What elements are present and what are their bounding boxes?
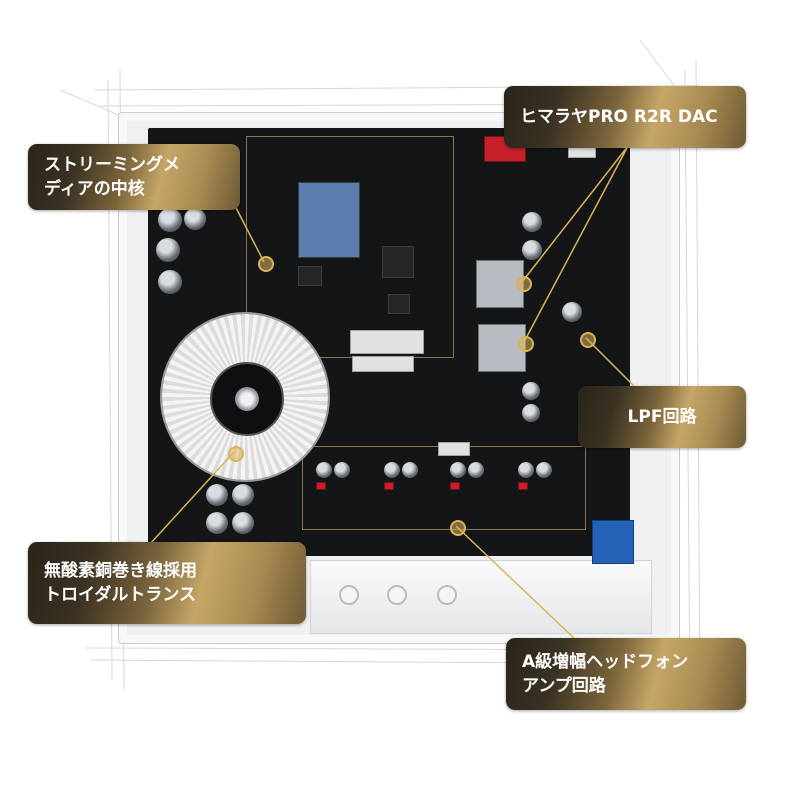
callout-lpf-text: LPF回路 xyxy=(627,407,697,427)
capacitor xyxy=(158,208,182,232)
amp-red-part xyxy=(450,482,460,490)
callout-amp-text: A級増幅ヘッドフォン アンプ回路 xyxy=(522,652,689,696)
transformer-core xyxy=(210,362,284,436)
capacitor xyxy=(518,462,534,478)
callout-lpf: LPF回路 xyxy=(578,386,746,448)
capacitor xyxy=(384,462,400,478)
capacitor xyxy=(184,208,206,230)
capacitor xyxy=(206,484,228,506)
callout-dot-icon xyxy=(518,336,534,352)
front-panel xyxy=(310,560,652,634)
r2r-module-lower xyxy=(478,324,526,372)
capacitor xyxy=(206,512,228,534)
blue-component xyxy=(592,520,634,564)
main-chip xyxy=(382,246,414,278)
callout-dot-icon xyxy=(516,276,532,292)
callout-dot-icon xyxy=(228,446,244,462)
capacitor xyxy=(316,462,332,478)
capacitor xyxy=(232,484,254,506)
capacitor xyxy=(536,462,552,478)
amp-red-part xyxy=(316,482,326,490)
ribbon-connector-lower xyxy=(352,356,414,372)
capacitor xyxy=(468,462,484,478)
capacitor xyxy=(156,238,180,262)
ribbon-connector xyxy=(350,330,424,354)
capacitor xyxy=(522,212,542,232)
callout-amp: A級増幅ヘッドフォン アンプ回路 xyxy=(506,638,746,710)
front-knob-left xyxy=(339,585,359,605)
callout-streaming: ストリーミングメ ディアの中核 xyxy=(28,144,240,210)
transformer-bolt xyxy=(235,387,259,411)
capacitor xyxy=(402,462,418,478)
chip-small-a xyxy=(388,294,410,314)
amp-red-part xyxy=(384,482,394,490)
amp-connector xyxy=(438,442,470,456)
toroidal-transformer-icon xyxy=(162,314,328,480)
capacitor xyxy=(158,270,182,294)
callout-transformer-text: 無酸素銅巻き線採用 トロイダルトランス xyxy=(44,561,197,605)
callout-dot-icon xyxy=(580,332,596,348)
capacitor xyxy=(522,382,540,400)
front-knob-right xyxy=(437,585,457,605)
chip-small-b xyxy=(298,266,322,286)
capacitor xyxy=(522,240,542,260)
callout-dot-icon xyxy=(450,520,466,536)
callout-streaming-text: ストリーミングメ ディアの中核 xyxy=(44,155,180,199)
wifi-module xyxy=(298,182,360,258)
capacitor xyxy=(522,404,540,422)
callout-dac: ヒマラヤPRO R2R DAC xyxy=(504,86,746,148)
callout-dot-icon xyxy=(258,256,274,272)
front-knob-middle xyxy=(387,585,407,605)
capacitor xyxy=(562,302,582,322)
amp-section-outline xyxy=(302,446,586,530)
amp-red-part xyxy=(518,482,528,490)
capacitor xyxy=(334,462,350,478)
capacitor xyxy=(232,512,254,534)
callout-transformer: 無酸素銅巻き線採用 トロイダルトランス xyxy=(28,542,306,624)
capacitor xyxy=(450,462,466,478)
callout-dac-text: ヒマラヤPRO R2R DAC xyxy=(520,107,718,127)
